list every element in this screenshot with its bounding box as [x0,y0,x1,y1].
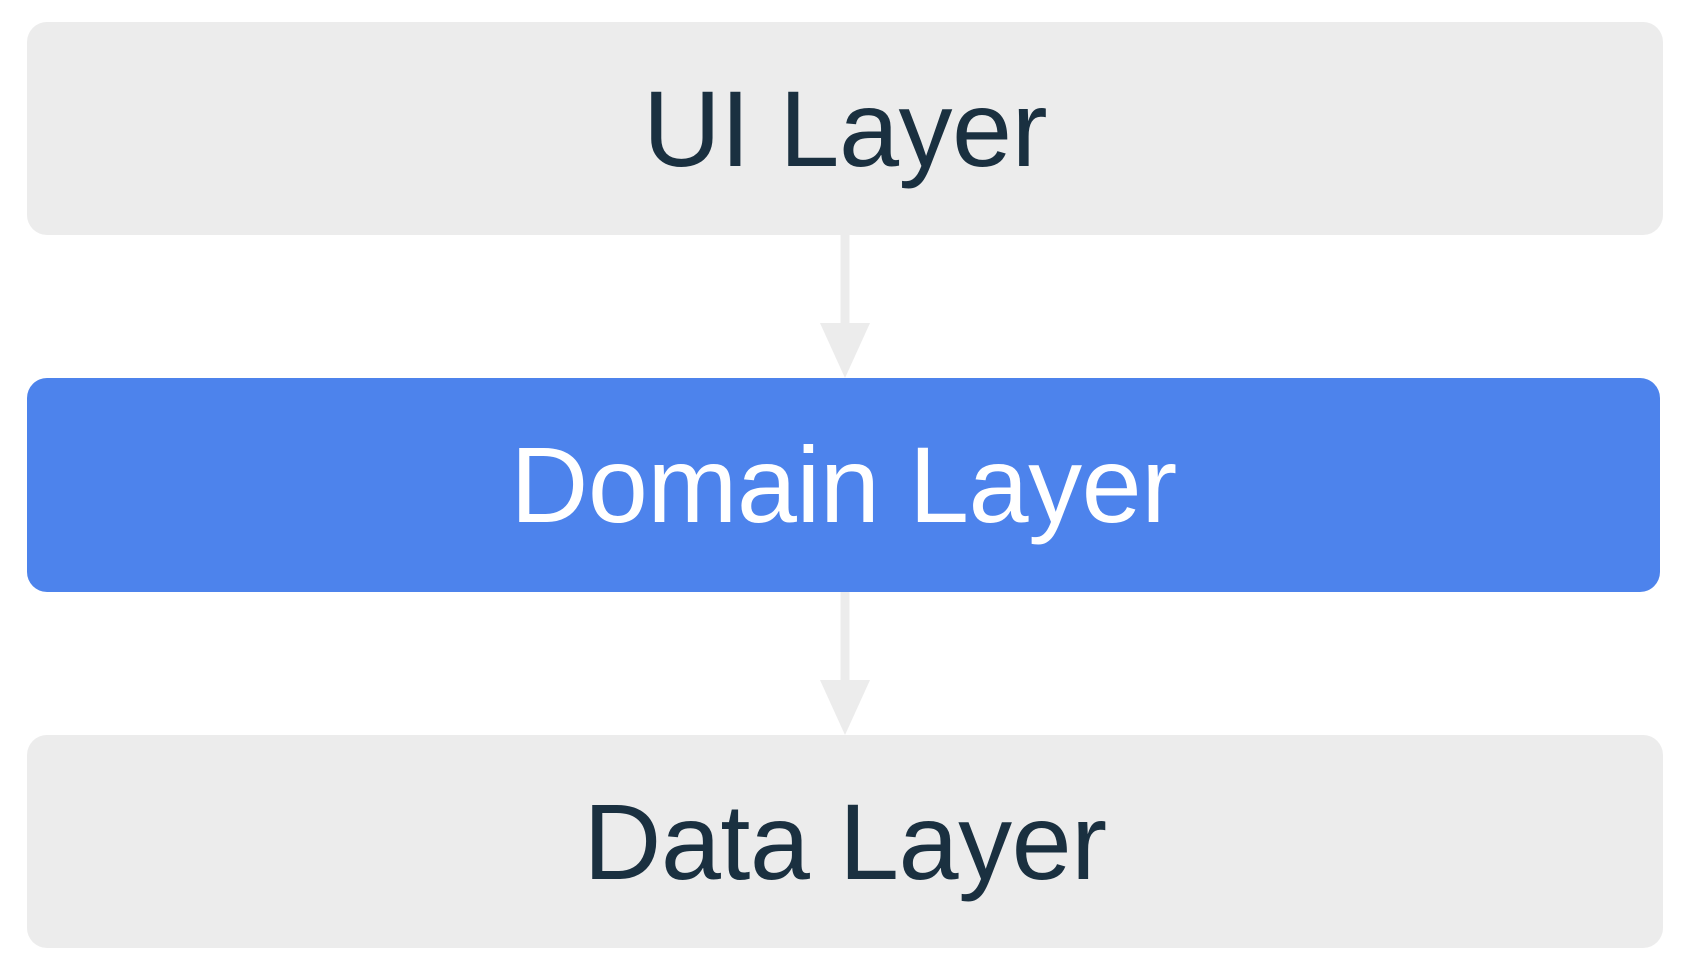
node-domain-layer-label: Domain Layer [510,424,1177,545]
node-data-layer[interactable]: Data Layer [27,735,1663,948]
node-data-layer-label: Data Layer [583,780,1107,902]
node-ui-layer[interactable]: UI Layer [27,22,1663,235]
node-domain-layer[interactable]: Domain Layer [27,378,1660,592]
node-ui-layer-label: UI Layer [642,67,1048,189]
